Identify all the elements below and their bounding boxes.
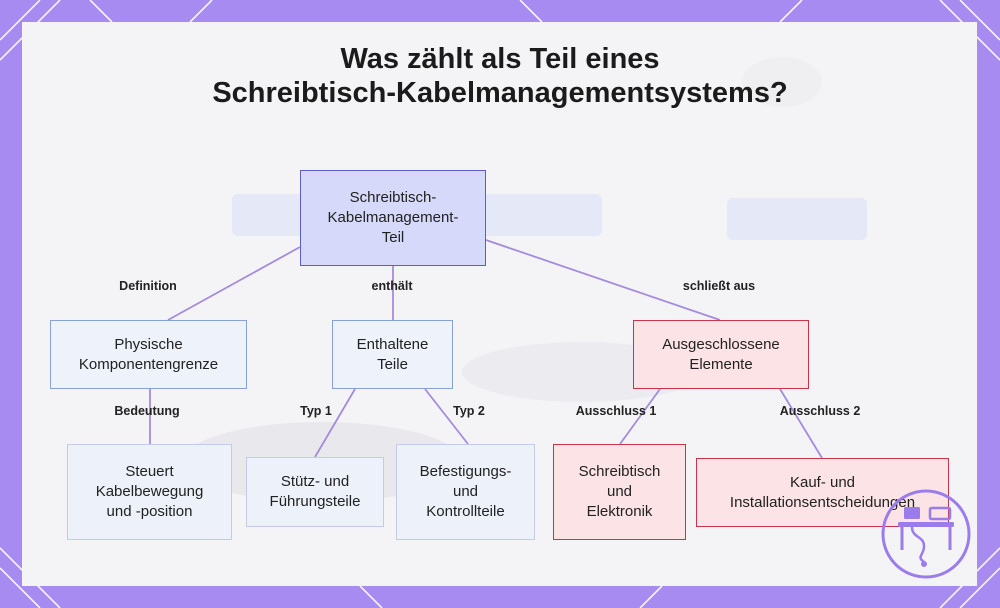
fastening-line-3: Kontrollteile [426, 503, 505, 520]
physical-line-2: Komponentengrenze [78, 355, 219, 373]
node-contained-parts: Enthaltene Teile [332, 320, 453, 389]
node-controls-cable: Steuert Kabelbewegung und -position [67, 444, 232, 540]
controls-line-2: Kabelbewegung [95, 483, 204, 500]
node-support-parts: Stütz- und Führungsteile [246, 457, 384, 527]
edge-label-meaning: Bedeutung [114, 404, 180, 418]
edge-label-contains: enthält [371, 279, 413, 293]
purchase-line-2: Installationsentscheidungen [729, 493, 916, 511]
controls-line-3: und -position [106, 503, 193, 520]
root-line-3: Teil [381, 229, 405, 246]
page-title: Was zählt als Teil eines Schreibtisch-Ka… [0, 42, 1000, 110]
physical-line-1: Physische [114, 335, 183, 353]
edge-label-excludes: schließt aus [682, 279, 756, 293]
node-desk-electronics: Schreibtisch und Elektronik [553, 444, 686, 540]
purchase-line-1: Kauf- und [789, 473, 856, 491]
support-line-1: Stütz- und [280, 473, 350, 490]
node-excluded-elements: Ausgeschlossene Elemente [633, 320, 809, 389]
edge-label-exclusion1: Ausschluss 1 [575, 404, 657, 418]
edge-label-type2: Typ 2 [453, 404, 485, 418]
desk-line-2: und [606, 483, 633, 500]
fastening-line-2: und [452, 483, 479, 500]
node-fastening-parts: Befestigungs- und Kontrollteile [396, 444, 535, 540]
support-line-2: Führungsteile [269, 493, 361, 510]
edge-label-type1: Typ 1 [300, 404, 332, 418]
root-line-1: Schreibtisch- [349, 189, 437, 206]
contained-line-1: Enthaltene [356, 335, 429, 353]
desk-cable-icon [881, 489, 971, 579]
excluded-line-1: Ausgeschlossene [662, 335, 780, 353]
fastening-line-1: Befestigungs- [419, 463, 512, 480]
edge-label-definition: Definition [119, 279, 177, 293]
excluded-line-2: Elemente [689, 355, 753, 373]
edge-label-exclusion2: Ausschluss 2 [779, 404, 861, 418]
root-line-2: Kabelmanagement- [327, 209, 459, 226]
contained-line-2: Teile [377, 355, 408, 373]
node-root: Schreibtisch- Kabelmanagement- Teil [300, 170, 486, 266]
desk-line-3: Elektronik [586, 503, 653, 520]
title-line-1: Was zählt als Teil eines [340, 43, 660, 75]
title-line-2: Schreibtisch-Kabelmanagementsystems? [212, 77, 788, 109]
desk-line-1: Schreibtisch [578, 463, 661, 480]
controls-line-1: Steuert [125, 463, 174, 480]
node-physical-boundary: Physische Komponentengrenze [50, 320, 247, 389]
